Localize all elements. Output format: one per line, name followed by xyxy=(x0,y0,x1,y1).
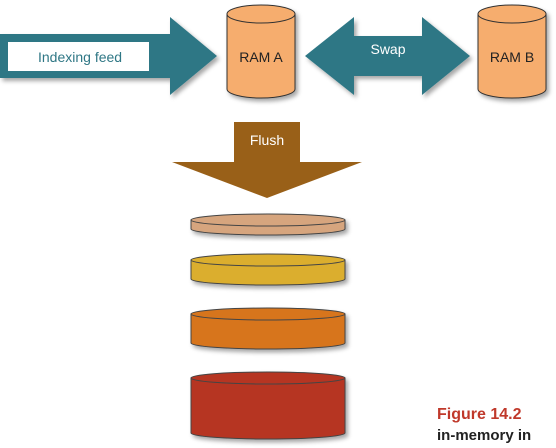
ram-a-label: RAM A xyxy=(239,49,283,65)
index-segment-1 xyxy=(190,213,346,236)
swap-label: Swap xyxy=(370,41,405,57)
ram-a-cylinder xyxy=(226,4,296,99)
index-segment-4 xyxy=(190,371,346,440)
swap-arrow: Swap xyxy=(305,17,470,95)
figure-caption: Figure 14.2 in-memory in xyxy=(437,405,556,447)
ram-b-label: RAM B xyxy=(490,49,534,65)
figure-number: Figure 14.2 xyxy=(437,406,522,423)
flush-label: Flush xyxy=(250,132,284,148)
index-segment-2 xyxy=(190,253,346,286)
flush-arrow: Flush xyxy=(172,122,362,198)
index-segment-3 xyxy=(190,307,346,350)
indexing-feed-label-box xyxy=(8,42,149,71)
ram-b-cylinder xyxy=(477,4,547,99)
indexing-feed-arrow: Indexing feed xyxy=(0,17,217,95)
indexing-feed-label: Indexing feed xyxy=(38,49,122,65)
figure-caption-text: in-memory in xyxy=(437,427,532,444)
